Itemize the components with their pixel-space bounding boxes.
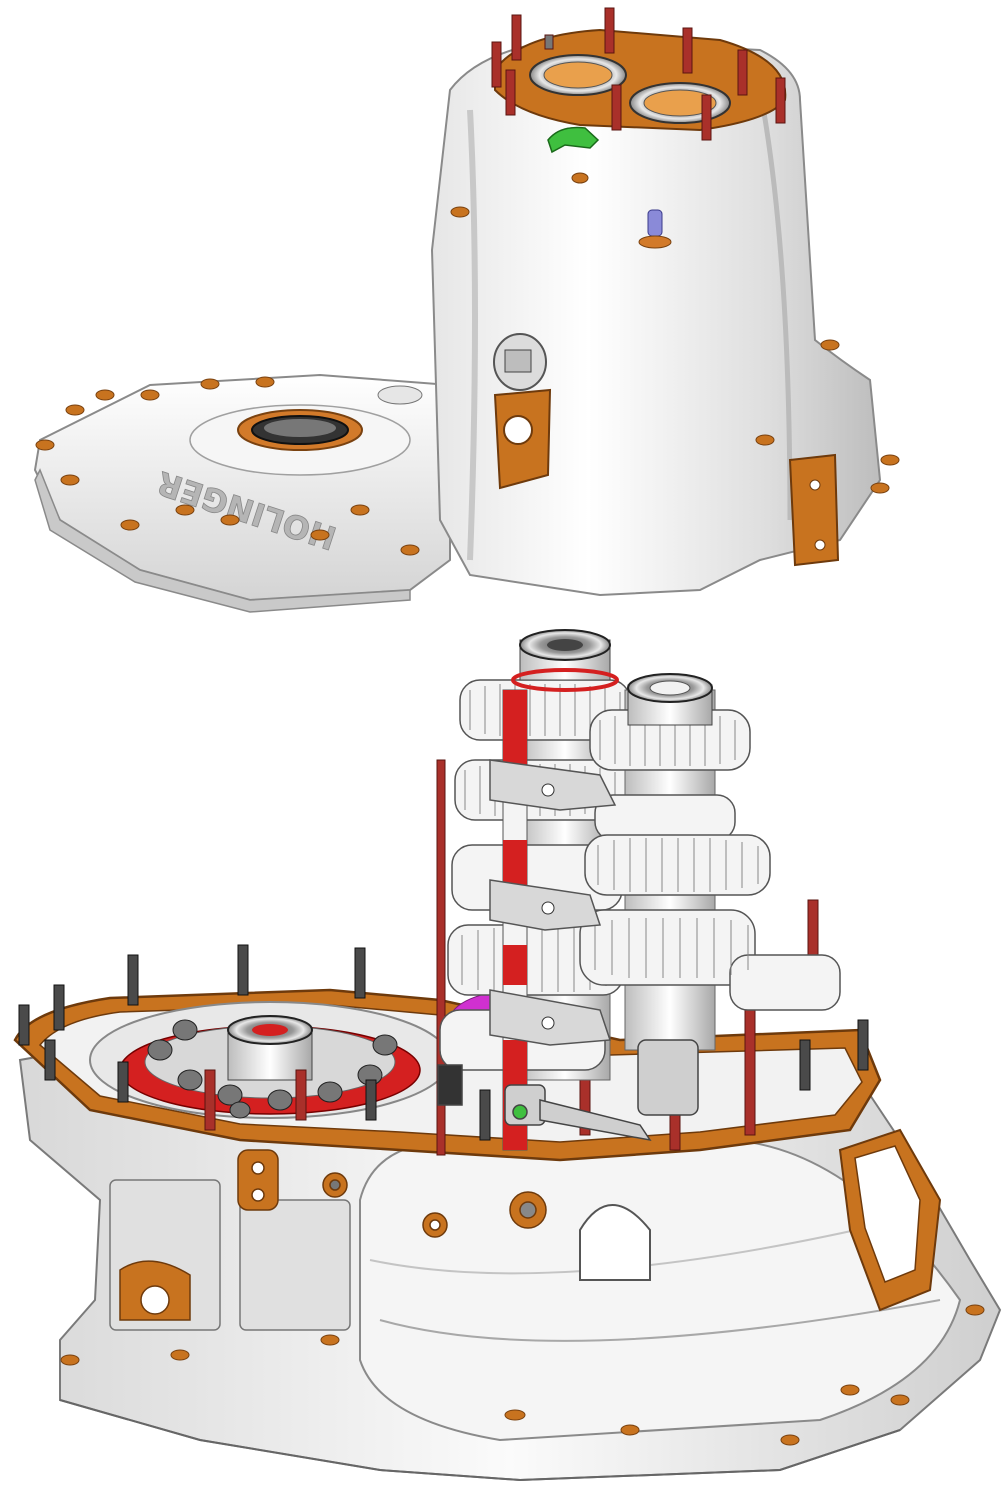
differential-crownwheel [89, 1001, 451, 1119]
release-arm-window [838, 1128, 942, 1312]
flange-studs-dark [18, 944, 869, 1141]
upper-housing: HOLINGER [33, 7, 900, 613]
drain-plug [377, 385, 423, 405]
selector-shaft-plate [493, 333, 552, 490]
output-seal [237, 409, 363, 451]
side-pockets [109, 1179, 351, 1331]
green-fitting [547, 126, 600, 154]
upper-housing-plate [33, 373, 451, 602]
bell-arch-opening [579, 1204, 651, 1281]
tower-studs [491, 7, 786, 141]
selector-rail [489, 689, 617, 1151]
shift-linkage [437, 1039, 699, 1142]
blue-vent [647, 209, 663, 237]
gear-cluster [437, 629, 841, 1151]
tower-side-bracket [788, 453, 840, 567]
layshaft [579, 673, 841, 1051]
lower-housing [13, 759, 1002, 1482]
